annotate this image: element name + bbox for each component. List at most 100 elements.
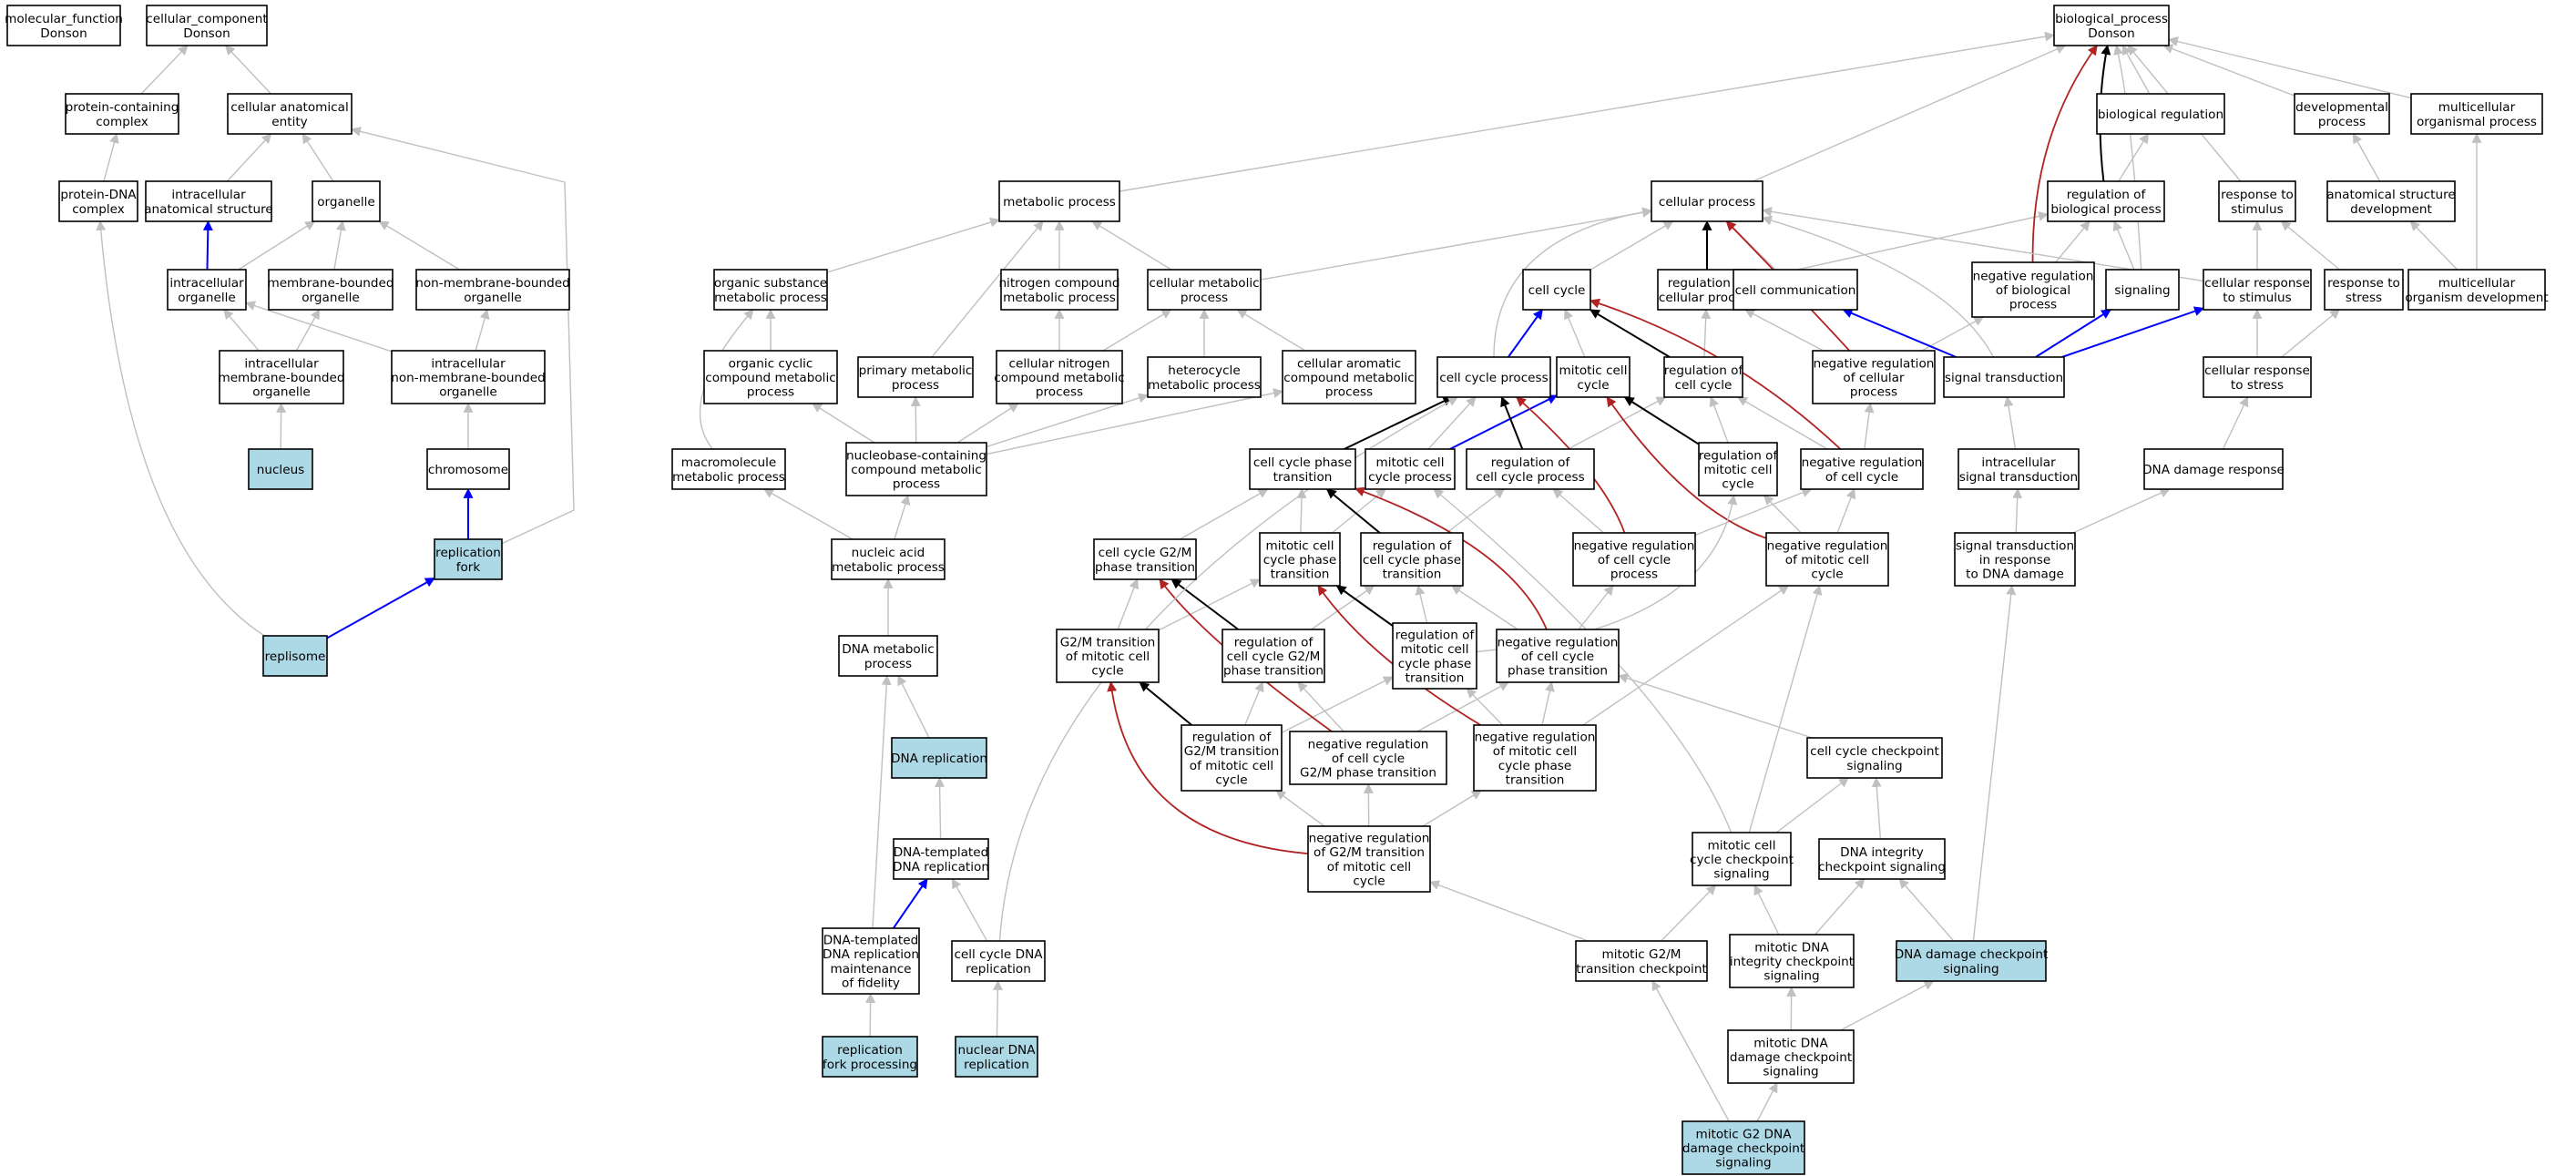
node-label-line: stress (2346, 291, 2382, 305)
node-label-line: cycle phase (1398, 657, 1471, 671)
node-dna-replication[interactable]: DNA replication (891, 737, 987, 779)
edge-dna_templated_dna_replication_maintenance_of_fidelity-to-dna_metabolic_process (872, 674, 892, 929)
node-replisome[interactable]: replisome (262, 635, 328, 677)
node-label-line: mitotic cell (1708, 838, 1776, 853)
node-label-line: cycle (1353, 874, 1385, 888)
node-label-line: multicellular (2438, 276, 2516, 291)
node-label-line: biological regulation (2098, 107, 2223, 122)
node-signal-transduction[interactable]: signal transduction (1943, 356, 2065, 398)
node-metabolic-process[interactable]: metabolic process (998, 180, 1120, 222)
node-intracellular-non-membrane-bounded-organelle[interactable]: intracellularnon-membrane-boundedorganel… (391, 350, 546, 404)
node-label-line: integrity checkpoint (1730, 955, 1854, 969)
node-chromosome[interactable]: chromosome (426, 448, 510, 490)
node-label-line: non-membrane-bounded (391, 371, 546, 385)
node-cellular-process[interactable]: cellular process (1651, 180, 1763, 222)
edge-regulation_of_mitotic_cell_cycle-to-mitotic_cell_cycle (1623, 396, 1700, 445)
node-signaling[interactable]: signaling (2105, 269, 2180, 311)
node-cell-cycle-process[interactable]: cell cycle process (1436, 356, 1551, 398)
node-cell-communication[interactable]: cell communication (1733, 269, 1858, 311)
node-label-line: DNA-templated (894, 845, 989, 860)
node-organelle[interactable]: organelle (312, 180, 381, 222)
node-nucleus[interactable]: nucleus (248, 448, 313, 490)
node-cell-cycle[interactable]: cell cycle (1522, 269, 1591, 311)
node-label-line: process (2318, 115, 2366, 129)
node-box (1682, 1120, 1805, 1175)
node-label-line: replication (837, 1043, 903, 1058)
node-biological-regulation[interactable]: biological regulation (2096, 93, 2225, 135)
edge-negative_regulation_of_biological_process-to-regulation_of_biological_process (2055, 220, 2090, 263)
node-dna-damage-response[interactable]: DNA damage response (2142, 448, 2285, 490)
